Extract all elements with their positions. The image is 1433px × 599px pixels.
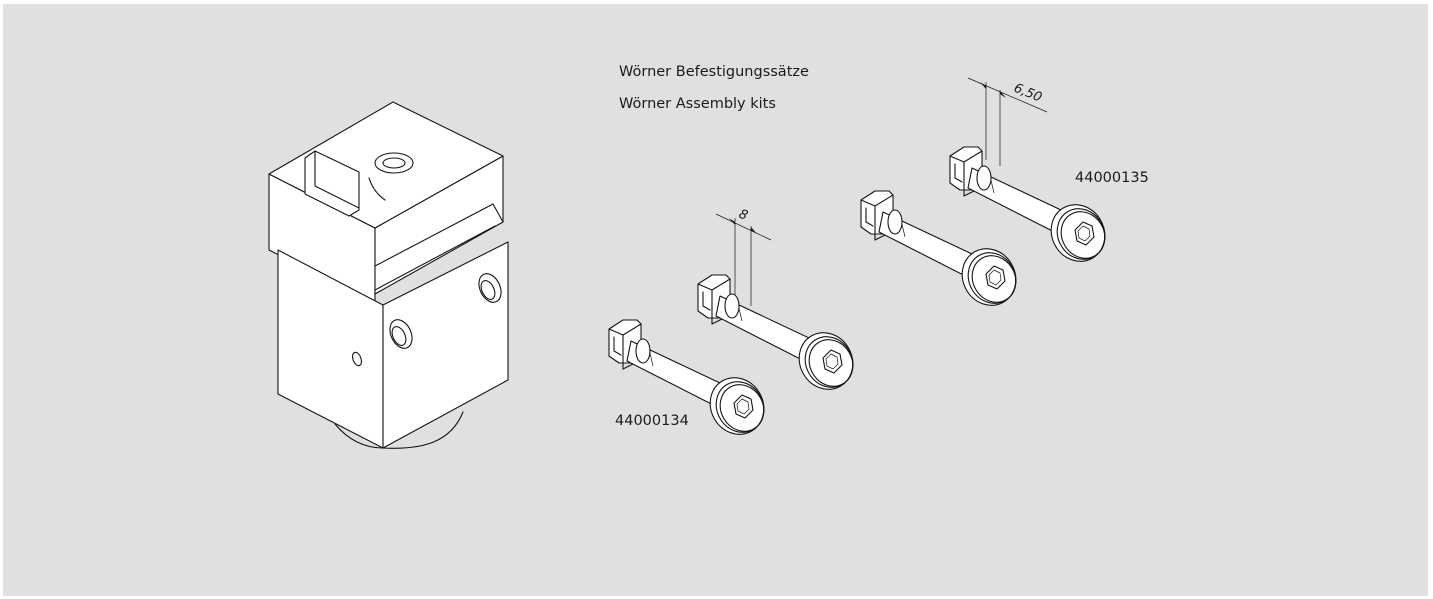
part-number-44000135: 44000135 [1075, 170, 1149, 186]
heading-german: Wörner Befestigungssätze [619, 64, 809, 80]
technical-drawing: 8 6,50 [268, 77, 1116, 449]
drawing-canvas: 8 6,50 Wörner Befestigungssätze Wörner A… [3, 4, 1428, 596]
mounting-block-illustration [268, 101, 509, 449]
dimension-6-50-text: 6,50 [1012, 81, 1044, 106]
bolt-kit-44000135-a [860, 190, 1027, 316]
dimension-8-text: 8 [737, 207, 750, 224]
heading-english: Wörner Assembly kits [619, 96, 776, 112]
part-number-44000134: 44000134 [615, 413, 689, 429]
